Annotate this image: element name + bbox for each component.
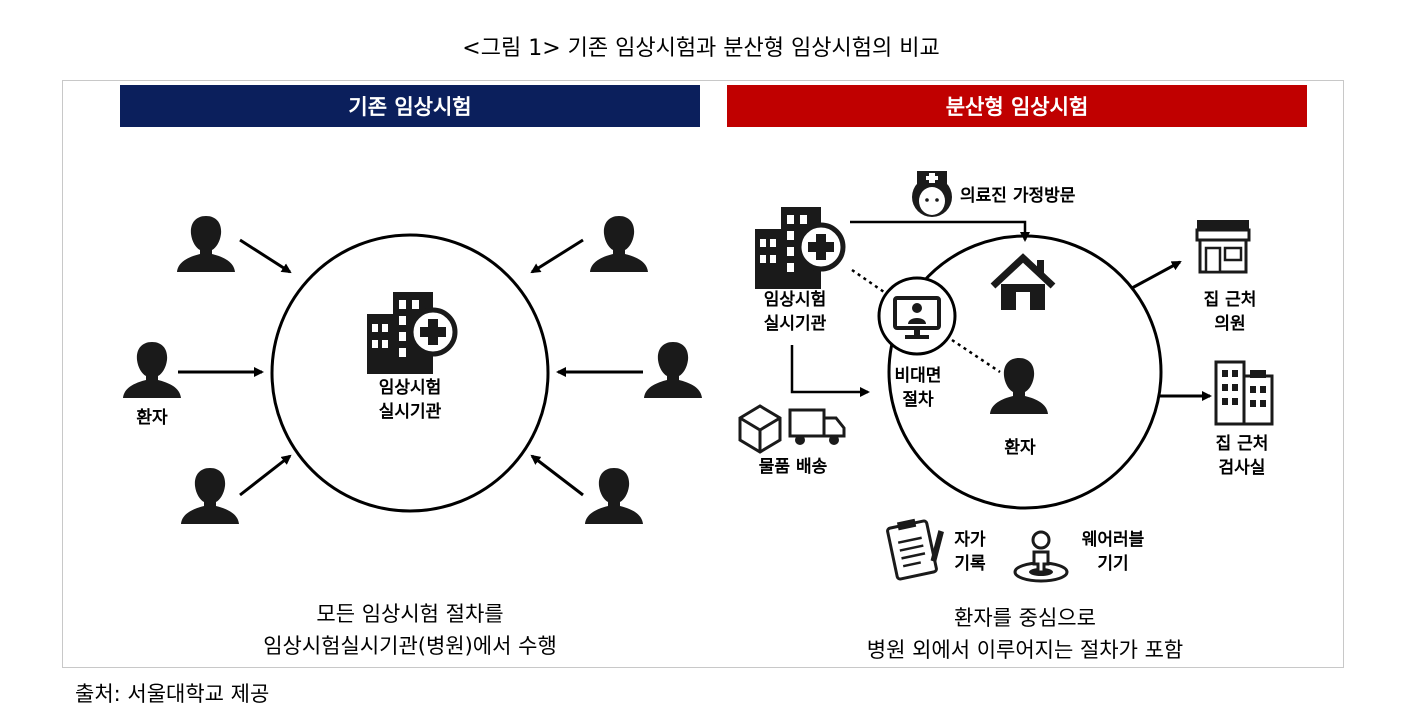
source-note: 출처: 서울대학교 제공: [75, 682, 270, 706]
clipboard-icon: [886, 518, 944, 581]
left-hospital-icon: [367, 292, 455, 374]
home-visit-label: 의료진 가정방문: [960, 186, 1076, 206]
wearable-device-icon: [1013, 530, 1069, 583]
left-patient-icon-top-left: [177, 216, 235, 272]
left-patient-icon-bottom-left: [181, 468, 239, 524]
house-icon: [990, 253, 1056, 310]
nurse-icon: [912, 171, 952, 217]
package-icon: [738, 404, 782, 454]
wearable-label: 웨어러블 기기: [1081, 530, 1145, 574]
right-patient-icon: [990, 358, 1048, 414]
lab-building-icon: [1214, 360, 1274, 426]
left-patient-label: 환자: [136, 408, 168, 428]
truck-icon: [788, 408, 846, 445]
left-arrows: [178, 238, 643, 497]
left-caption: 모든 임상시험 절차를 임상시험실시기관(병원)에서 수행: [263, 602, 557, 658]
figure-frame: [62, 80, 1344, 668]
delivery-label: 물품 배송: [758, 457, 828, 477]
clinic-store-icon: [1195, 220, 1251, 274]
right-institution-label: 임상시험 실시기관: [763, 290, 827, 334]
remote-procedure-label: 비대면 절차: [894, 366, 942, 410]
left-panel-header: 기존 임상시험: [120, 85, 700, 127]
left-institution-circle: [270, 233, 550, 513]
right-patient-label: 환자: [1004, 438, 1036, 458]
right-hospital-icon: [755, 207, 843, 289]
left-patient-icon-mid-right: [644, 342, 702, 398]
right-caption: 환자를 중심으로 병원 외에서 이루어지는 절차가 포함: [866, 606, 1184, 662]
self-record-label: 자가 기록: [954, 530, 986, 574]
telemedicine-monitor-icon: [877, 276, 957, 356]
left-institution-label: 임상시험 실시기관: [378, 378, 442, 422]
nearby-clinic-label: 집 근처 의원: [1203, 290, 1257, 334]
left-patient-icon-top-right: [590, 216, 648, 272]
nearby-lab-label: 집 근처 검사실: [1215, 434, 1269, 478]
left-patient-icon-mid-left: [123, 342, 181, 398]
left-patient-icon-bottom-right: [585, 468, 643, 524]
right-panel-header: 분산형 임상시험: [727, 85, 1307, 127]
figure-title: <그림 1> 기존 임상시험과 분산형 임상시험의 비교: [462, 36, 940, 61]
